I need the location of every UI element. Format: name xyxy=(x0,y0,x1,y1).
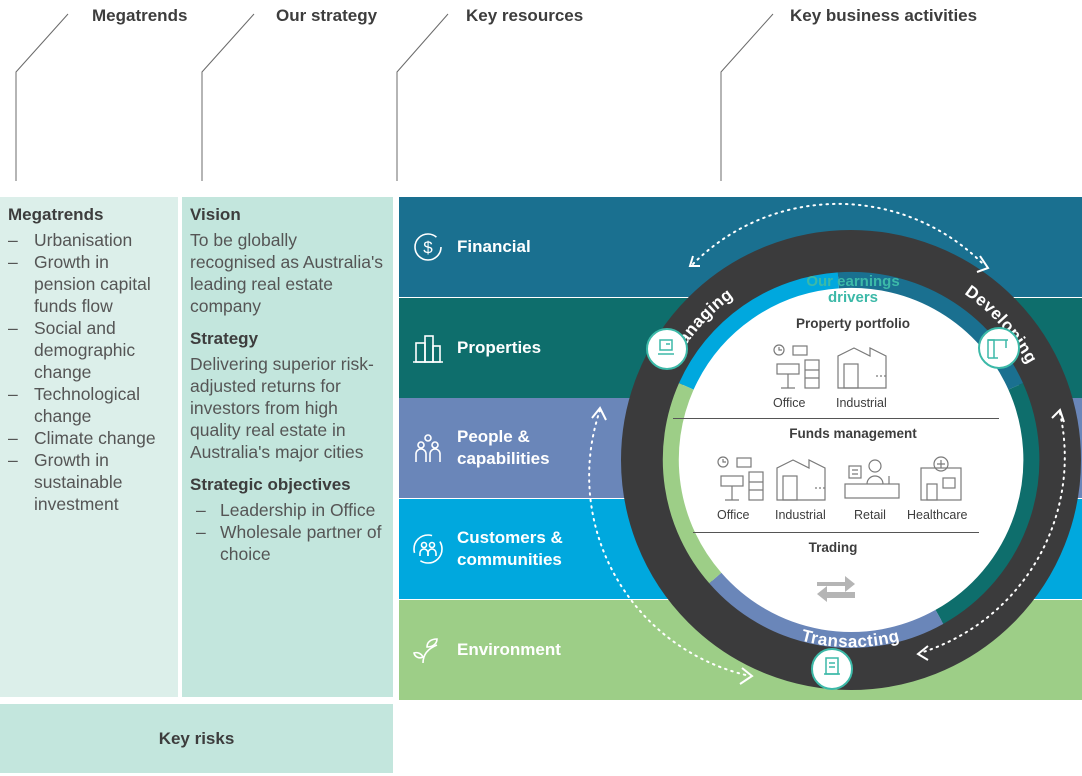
megatrend-item: Growth in sustainable investment xyxy=(8,449,170,515)
customers-cycle-icon xyxy=(413,534,443,564)
trading-arrows-icon xyxy=(817,576,855,602)
megatrend-item: Urbanisation xyxy=(8,229,170,251)
svg-text:$: $ xyxy=(423,238,433,257)
header-activities: Key business activities xyxy=(790,6,978,25)
funds-management-title: Funds management xyxy=(789,426,917,441)
vision-title: Vision xyxy=(190,205,241,224)
header-megatrends: Megatrends xyxy=(92,6,188,25)
megatrend-item: Growth in pension capital funds flow xyxy=(8,251,170,317)
retail-icon xyxy=(844,459,900,499)
trading-title: Trading xyxy=(808,540,858,555)
arc-environment xyxy=(662,383,722,584)
key-risks-label: Key risks xyxy=(158,728,235,748)
megatrends-panel: Megatrends Urbanisation Growth in pensio… xyxy=(0,197,178,697)
property-portfolio-title: Property portfolio xyxy=(796,316,910,331)
funds-caption-retail: Retail xyxy=(854,508,886,522)
strategy-title: Strategy xyxy=(190,329,259,348)
objective-item: Wholesale partner of choice xyxy=(196,521,385,565)
buildings-icon xyxy=(413,335,443,363)
arc-properties xyxy=(935,383,1040,624)
megatrend-item: Social and demographic change xyxy=(8,317,170,383)
resource-label: People & capabilities xyxy=(457,427,550,468)
key-risks-box: Key risks xyxy=(0,704,393,773)
objectives-list: Leadership in Office Wholesale partner o… xyxy=(196,499,385,565)
arc-people xyxy=(709,572,944,648)
document-icon xyxy=(824,657,840,675)
divider-line xyxy=(673,418,999,419)
environment-stub-bar xyxy=(1000,615,1082,632)
people-icon xyxy=(415,434,441,462)
earnings-drivers-panel: Our earnings drivers Property portfolio … xyxy=(643,270,1063,650)
header-strategy: Our strategy xyxy=(276,6,378,25)
arc-customers xyxy=(679,272,839,390)
crane-icon xyxy=(987,339,1008,359)
dollar-cycle-icon: $ xyxy=(414,233,442,261)
managing-icon xyxy=(658,339,674,355)
office-icon xyxy=(773,344,820,389)
industrial-icon xyxy=(776,459,826,501)
megatrend-item: Climate change xyxy=(8,427,170,449)
office-icon xyxy=(717,456,764,501)
objectives-title: Strategic objectives xyxy=(190,475,351,494)
developing-stub-bar xyxy=(1040,255,1082,272)
leaf-icon xyxy=(413,638,438,664)
funds-caption-healthcare: Healthcare xyxy=(907,508,968,522)
megatrends-title: Megatrends xyxy=(8,205,104,224)
divider-line xyxy=(693,532,979,533)
funds-caption-office: Office xyxy=(717,508,750,522)
strategy-panel: Vision To be globally recognised as Aust… xyxy=(182,197,393,697)
megatrend-item: Technological change xyxy=(8,383,170,427)
vision-text: To be globally recognised as Australia's… xyxy=(190,230,384,316)
portfolio-caption-office: Office xyxy=(773,396,806,410)
resource-label: Customers & communities xyxy=(457,528,563,569)
industrial-icon xyxy=(837,347,887,389)
healthcare-icon xyxy=(920,456,962,501)
funds-caption-industrial: Industrial xyxy=(775,508,826,522)
resource-label: Properties xyxy=(457,338,542,357)
objective-item: Leadership in Office xyxy=(196,499,385,521)
resource-label: Financial xyxy=(457,237,531,256)
strategy-text: Delivering superior risk-adjusted return… xyxy=(190,354,374,462)
portfolio-caption-industrial: Industrial xyxy=(836,396,887,410)
earnings-title: Our earnings drivers xyxy=(806,273,900,306)
header-resources: Key resources xyxy=(466,6,584,25)
resource-label: Environment xyxy=(457,640,561,659)
megatrends-list: Urbanisation Growth in pension capital f… xyxy=(8,229,170,515)
